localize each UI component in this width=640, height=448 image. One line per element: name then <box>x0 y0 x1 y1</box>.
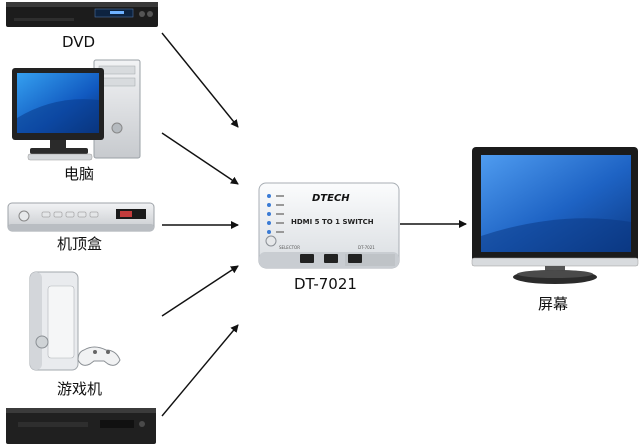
switch-model-label: DT-7021 <box>294 275 357 293</box>
arrow-console-to-switch <box>161 265 239 317</box>
game-console-image <box>29 271 121 371</box>
dvd-player-image <box>6 2 158 27</box>
media-player-image <box>6 408 156 444</box>
switch-brand: DTECH <box>312 193 350 204</box>
hdmi-switch-image <box>258 182 400 269</box>
source-label-set-top-box: 机顶盒 <box>57 235 103 253</box>
arrow-player-to-switch <box>161 324 239 417</box>
arrow-computer-to-switch <box>161 132 239 185</box>
output-label-screen: 屏幕 <box>538 295 569 313</box>
switch-model-small: DT-7021 <box>358 245 375 250</box>
arrow-dvd-to-switch <box>161 32 239 128</box>
source-label-game-console: 游戏机 <box>57 380 103 398</box>
switch-selector-label: SELECTOR <box>279 245 300 250</box>
computer-image <box>12 59 141 161</box>
screen-monitor-image <box>471 147 639 284</box>
set-top-box-image <box>7 202 155 232</box>
source-label-dvd: DVD <box>62 33 96 51</box>
source-label-computer: 电脑 <box>64 165 95 183</box>
switch-title: HDMI 5 TO 1 SWITCH <box>291 218 374 226</box>
